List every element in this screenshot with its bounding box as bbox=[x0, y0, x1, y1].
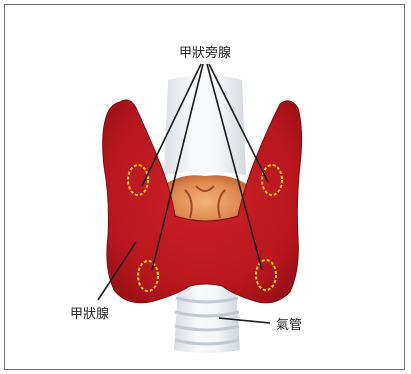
thyroid-label: 甲狀腺 bbox=[70, 307, 109, 322]
trachea-label: 氣管 bbox=[276, 318, 302, 333]
parathyroid-label: 甲狀旁腺 bbox=[179, 45, 231, 61]
